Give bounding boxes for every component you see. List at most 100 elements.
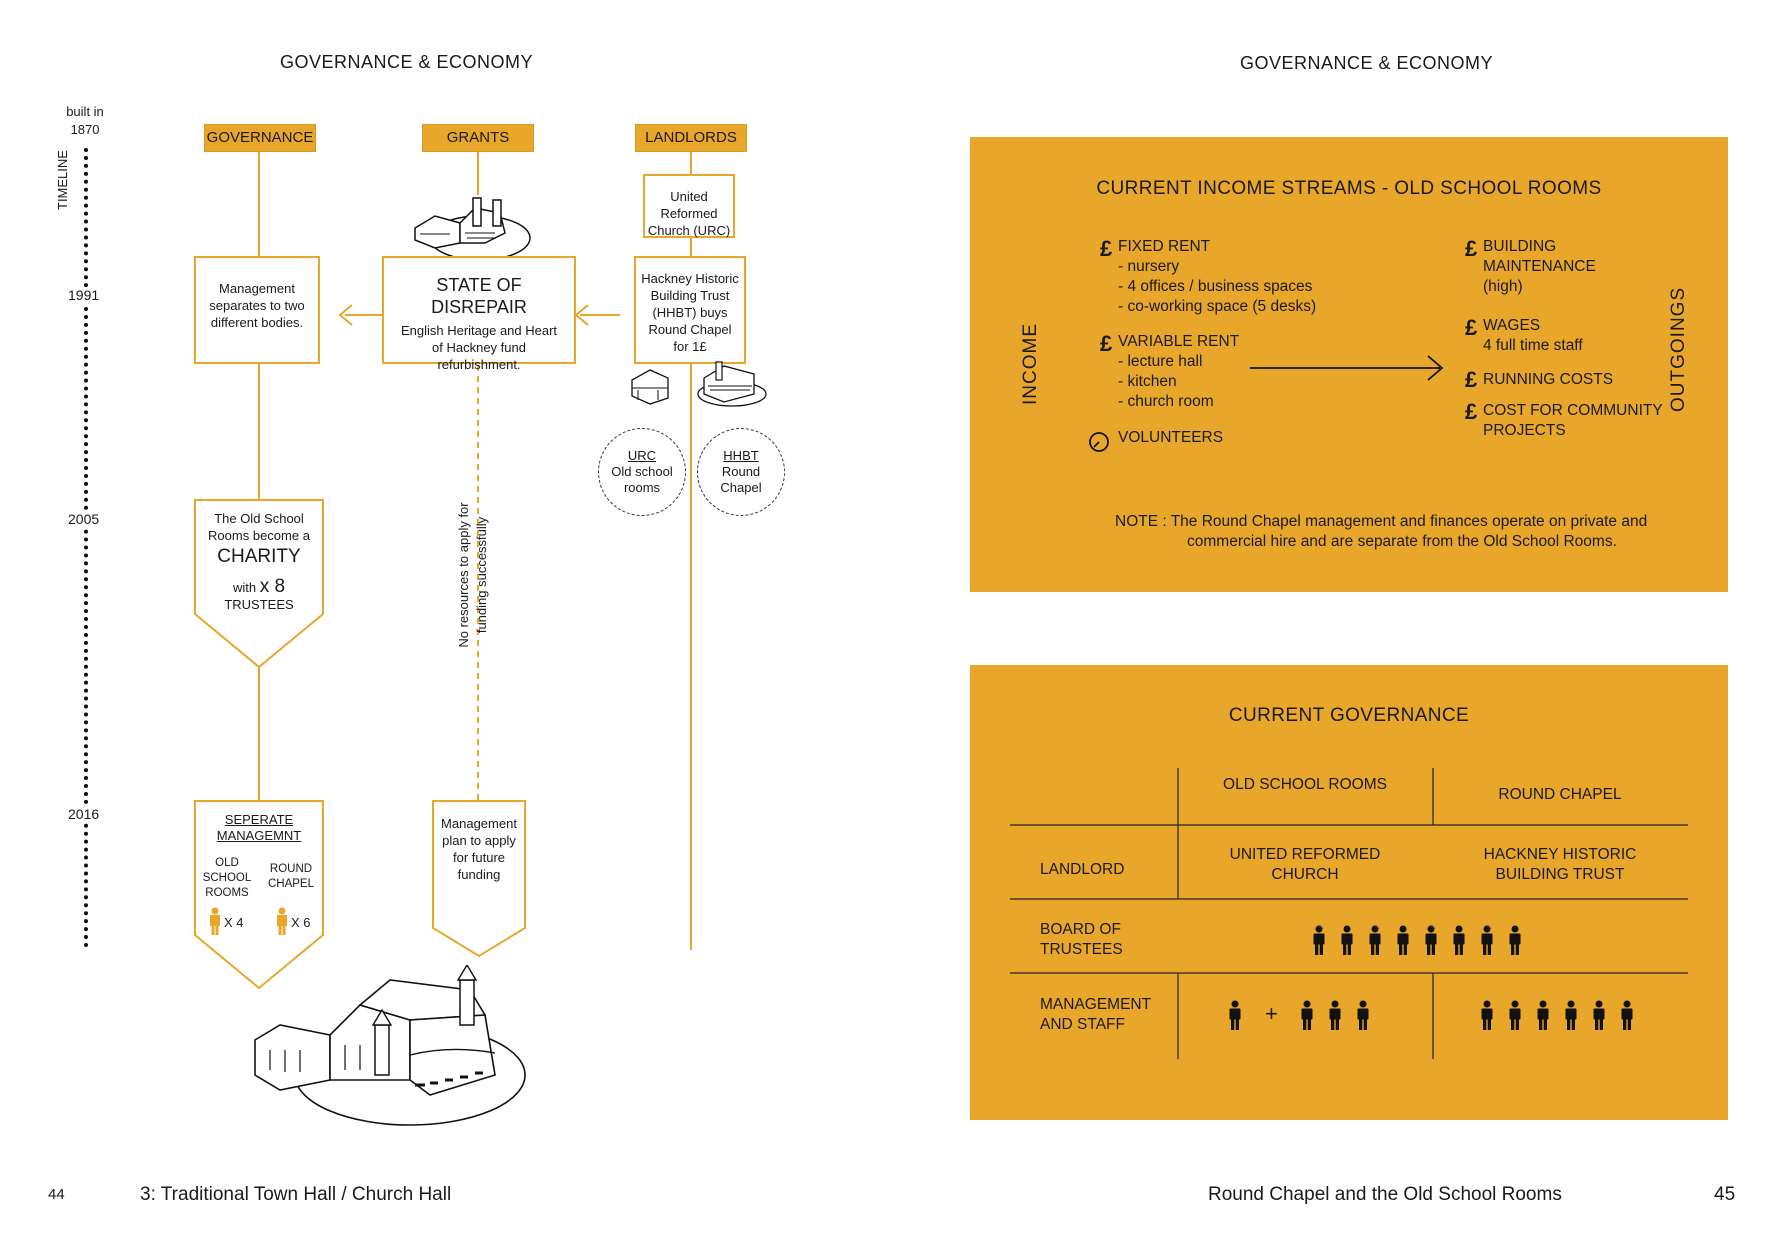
chapel-sketch-icon <box>414 197 531 261</box>
outgoing-label: WAGES <box>1483 317 1541 334</box>
year-2016: 2016 <box>68 806 100 822</box>
outgoing-label: BUILDING MAINTENANCE <box>1483 238 1596 275</box>
year-2005: 2005 <box>68 511 100 527</box>
volunteers-label: VOLUNTEERS <box>1118 429 1224 446</box>
left-page-header: GOVERNANCE & ECONOMY <box>280 52 534 72</box>
pound-icon: £ <box>1100 236 1113 261</box>
left-footer-title: 3: Traditional Town Hall / Church Hall <box>140 1184 452 1205</box>
management-plan-shape <box>432 800 526 958</box>
person-icon <box>1341 925 1353 955</box>
note-line-2: commercial hire and are separate from th… <box>1187 533 1617 550</box>
pound-icon: £ <box>1465 315 1478 340</box>
charity-line1: The Old School Rooms become a <box>208 511 310 543</box>
right-page-number: 45 <box>1714 1184 1736 1205</box>
separate-osr: OLD SCHOOL ROOMS <box>202 857 252 899</box>
person-icon <box>1621 1000 1633 1030</box>
separate-rc-count: X 6 <box>291 915 311 930</box>
income-streams-panel: CURRENT INCOME STREAMS - OLD SCHOOL ROOM… <box>970 137 1728 592</box>
person-icon <box>1229 1000 1241 1030</box>
no-resources-text: No resources to apply for funding succes… <box>456 502 489 648</box>
person-icon <box>210 907 220 935</box>
fixed-rent-block: FIXED RENT - nursery - 4 offices / busin… <box>1118 237 1316 317</box>
outgoing-wages: WAGES 4 full time staff <box>1483 316 1583 356</box>
fixed-item: - nursery <box>1118 258 1180 275</box>
clock-icon <box>1089 432 1109 452</box>
variable-item: - kitchen <box>1118 373 1177 390</box>
outgoing-community-projects: COST FOR COMMUNITY PROJECTS <box>1483 402 1663 439</box>
fixed-item: - 4 offices / business spaces <box>1118 278 1313 295</box>
management-rc-icons <box>1480 1000 1634 1030</box>
person-icon <box>1481 1000 1493 1030</box>
tag-landlords: LANDLORDS <box>635 124 747 152</box>
fixed-rent-label: FIXED RENT <box>1118 238 1211 255</box>
person-icon <box>1357 1000 1369 1030</box>
person-icon <box>1425 925 1437 955</box>
col-header-old-school-rooms: OLD SCHOOL ROOMS <box>1223 776 1387 793</box>
pound-icon: £ <box>1100 331 1113 356</box>
row-label-landlord: LANDLORD <box>1040 861 1125 878</box>
charity-trustees: TRUSTEES <box>224 597 294 612</box>
tag-grants: GRANTS <box>422 124 534 152</box>
arrow-right-icon <box>1250 355 1444 381</box>
timeline-built-in: built in 1870 <box>55 103 115 139</box>
person-icon <box>1593 1000 1605 1030</box>
note-line-1: NOTE : The Round Chapel management and f… <box>1115 513 1648 530</box>
hhbt-box: Hackney Historic Building Trust (HHBT) b… <box>634 256 746 364</box>
separate-management-shape <box>194 800 324 990</box>
pound-icon: £ <box>1465 399 1478 424</box>
built-in-label: built in <box>66 104 104 119</box>
person-icon <box>1397 925 1409 955</box>
disrepair-text: English Heritage and Heart of Hackney fu… <box>400 323 558 372</box>
charity-with: with <box>232 580 257 595</box>
variable-rent-block: VARIABLE RENT - lecture hall - kitchen -… <box>1118 332 1239 412</box>
person-icon <box>1481 925 1493 955</box>
income-label: INCOME <box>1020 323 1041 405</box>
person-icon <box>1313 925 1325 955</box>
person-icon <box>1537 1000 1549 1030</box>
landlord-round-chapel: HACKNEY HISTORIC BUILDING TRUST <box>1483 846 1637 883</box>
hhbt-circle: HHBT Round Chapel <box>697 428 785 516</box>
tag-governance: GOVERNANCE <box>204 124 316 152</box>
buildings-sketch-icon <box>631 361 767 407</box>
variable-item: - church room <box>1118 393 1214 410</box>
pound-icon: £ <box>1465 367 1478 392</box>
right-footer-title: Round Chapel and the Old School Rooms <box>1208 1184 1562 1205</box>
year-1870: 1870 <box>70 122 100 137</box>
charity-count: x 8 <box>259 576 286 597</box>
urc-circle-title: URC <box>627 448 657 463</box>
row-label-board-of-trustees: BOARD OF TRUSTEES <box>1040 921 1123 958</box>
person-icon <box>277 907 287 935</box>
outgoings-label: OUTGOINGS <box>1668 286 1689 412</box>
outgoing-sub: (high) <box>1483 278 1523 295</box>
round-chapel-drawing-icon <box>254 965 526 1126</box>
separate-rc: ROUND CHAPEL <box>267 863 315 890</box>
charity-big: CHARITY <box>217 546 301 567</box>
person-icon <box>1509 925 1521 955</box>
person-icon <box>1301 1000 1313 1030</box>
charity-shape <box>194 499 324 669</box>
management-separates-box: Management separates to two different bo… <box>194 256 320 364</box>
variable-rent-label: VARIABLE RENT <box>1118 333 1240 350</box>
state-of-disrepair-box: STATE OF DISREPAIR English Heritage and … <box>382 256 576 372</box>
plus-icon: + <box>1265 1001 1278 1026</box>
urc-circle: URC Old school rooms <box>598 428 686 516</box>
management-osr-icons-right <box>1300 1000 1370 1030</box>
person-icon <box>1565 1000 1577 1030</box>
person-icon <box>1509 1000 1521 1030</box>
col-header-round-chapel: ROUND CHAPEL <box>1498 786 1622 803</box>
urc-box: United Reformed Church (URC) <box>643 174 735 238</box>
outgoing-running-costs: RUNNING COSTS <box>1483 371 1614 388</box>
income-panel-title: CURRENT INCOME STREAMS - OLD SCHOOL ROOM… <box>1096 178 1602 199</box>
governance-table-lines <box>1010 768 1688 1059</box>
outgoing-building-maintenance: BUILDING MAINTENANCE (high) <box>1483 237 1613 297</box>
year-1991: 1991 <box>68 287 100 303</box>
board-trustees-icons <box>1312 925 1522 955</box>
separate-title: SEPERATE MANAGEMNT <box>216 812 302 843</box>
person-icon <box>1329 1000 1341 1030</box>
row-label-management-staff: MANAGEMENT AND STAFF <box>1040 996 1151 1033</box>
governance-panel: CURRENT GOVERNANCE OLD SCHOOL ROOMS ROUN… <box>970 665 1728 1120</box>
variable-item: - lecture hall <box>1118 353 1203 370</box>
disrepair-title: STATE OF DISREPAIR <box>431 275 527 317</box>
management-osr-icons-left <box>1228 1000 1242 1030</box>
governance-panel-title: CURRENT GOVERNANCE <box>1228 705 1470 726</box>
